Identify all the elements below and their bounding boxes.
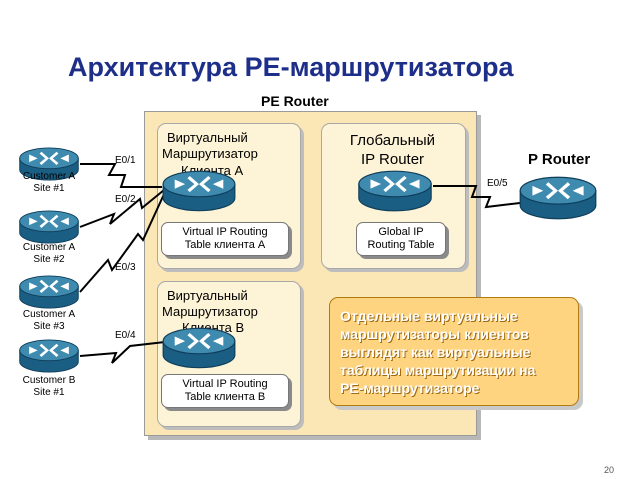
router-icon [19,210,79,244]
port-e05: E0/5 [487,178,508,189]
router-icon [162,327,236,369]
vrf-a-table-line1: Virtual IP Routing [182,226,268,238]
site-label-a2: Customer A Site #2 [13,242,85,266]
site-b1-line1: Customer B [22,375,76,386]
site-label-a3: Customer A Site #3 [13,309,85,333]
vrf-a-routing-table: Virtual IP Routing Table клиента А [161,222,289,256]
site-a2-line2: Site #2 [33,254,65,265]
callout-line5: PE-маршрутизаторе [340,380,480,396]
router-icon [162,170,236,212]
callout-line3: выглядят как виртуальные [340,344,531,360]
port-e03: E0/3 [115,262,136,273]
link-e02 [79,189,165,228]
callout-box [329,297,579,406]
port-e02: E0/2 [115,194,136,205]
global-line2: IP Router [360,151,425,168]
slide-title: Архитектура PE-маршрутизатора [68,52,514,82]
vrf-a-table-line2: Table клиента А [184,239,266,251]
site-label-a1: Customer A Site #1 [13,171,85,195]
link-e03 [79,191,166,293]
vrf-b-line2: Маршрутизатор [162,304,258,319]
vrf-b-table-line1: Virtual IP Routing [182,378,268,390]
site-a3-line1: Customer A [22,309,76,320]
callout-line4: таблицы маршрутизации на [340,362,536,378]
link-e04 [79,341,166,364]
router-icon [519,176,597,220]
p-router-label: P Router [528,151,591,168]
site-label-b1: Customer B Site #1 [13,375,85,399]
callout-text: Отдельные виртуальные маршрутизаторы кли… [340,307,535,397]
link-e01 [80,163,162,188]
vrf-b-line1: Виртуальный [167,288,248,303]
router-icon [358,170,432,212]
pe-router-label: PE Router [261,93,329,109]
port-e01: E0/1 [115,155,136,166]
callout-line2: маршрутизаторы клиентов [340,326,529,342]
callout-line1: Отдельные виртуальные [340,308,518,324]
vrf-a-line1: Виртуальный [167,130,248,145]
global-line1: Глобальный [349,132,436,149]
port-e04: E0/4 [115,330,136,341]
global-table-line1: Global IP [378,226,424,238]
global-routing-table: Global IP Routing Table [356,222,446,256]
page-number: 20 [604,465,615,475]
global-table-line2: Routing Table [367,239,435,251]
link-e05 [433,185,521,209]
site-a2-line1: Customer A [22,242,76,253]
site-a1-line2: Site #1 [33,183,65,194]
router-icon [19,339,79,373]
site-b1-line2: Site #1 [33,387,65,398]
router-icon [19,275,79,309]
vrf-b-table-line2: Table клиента В [184,391,266,403]
site-a1-line1: Customer A [22,171,76,182]
vrf-a-line2: Маршрутизатор [162,146,258,161]
vrf-b-routing-table: Virtual IP Routing Table клиента В [161,374,289,408]
site-a3-line2: Site #3 [33,321,65,332]
